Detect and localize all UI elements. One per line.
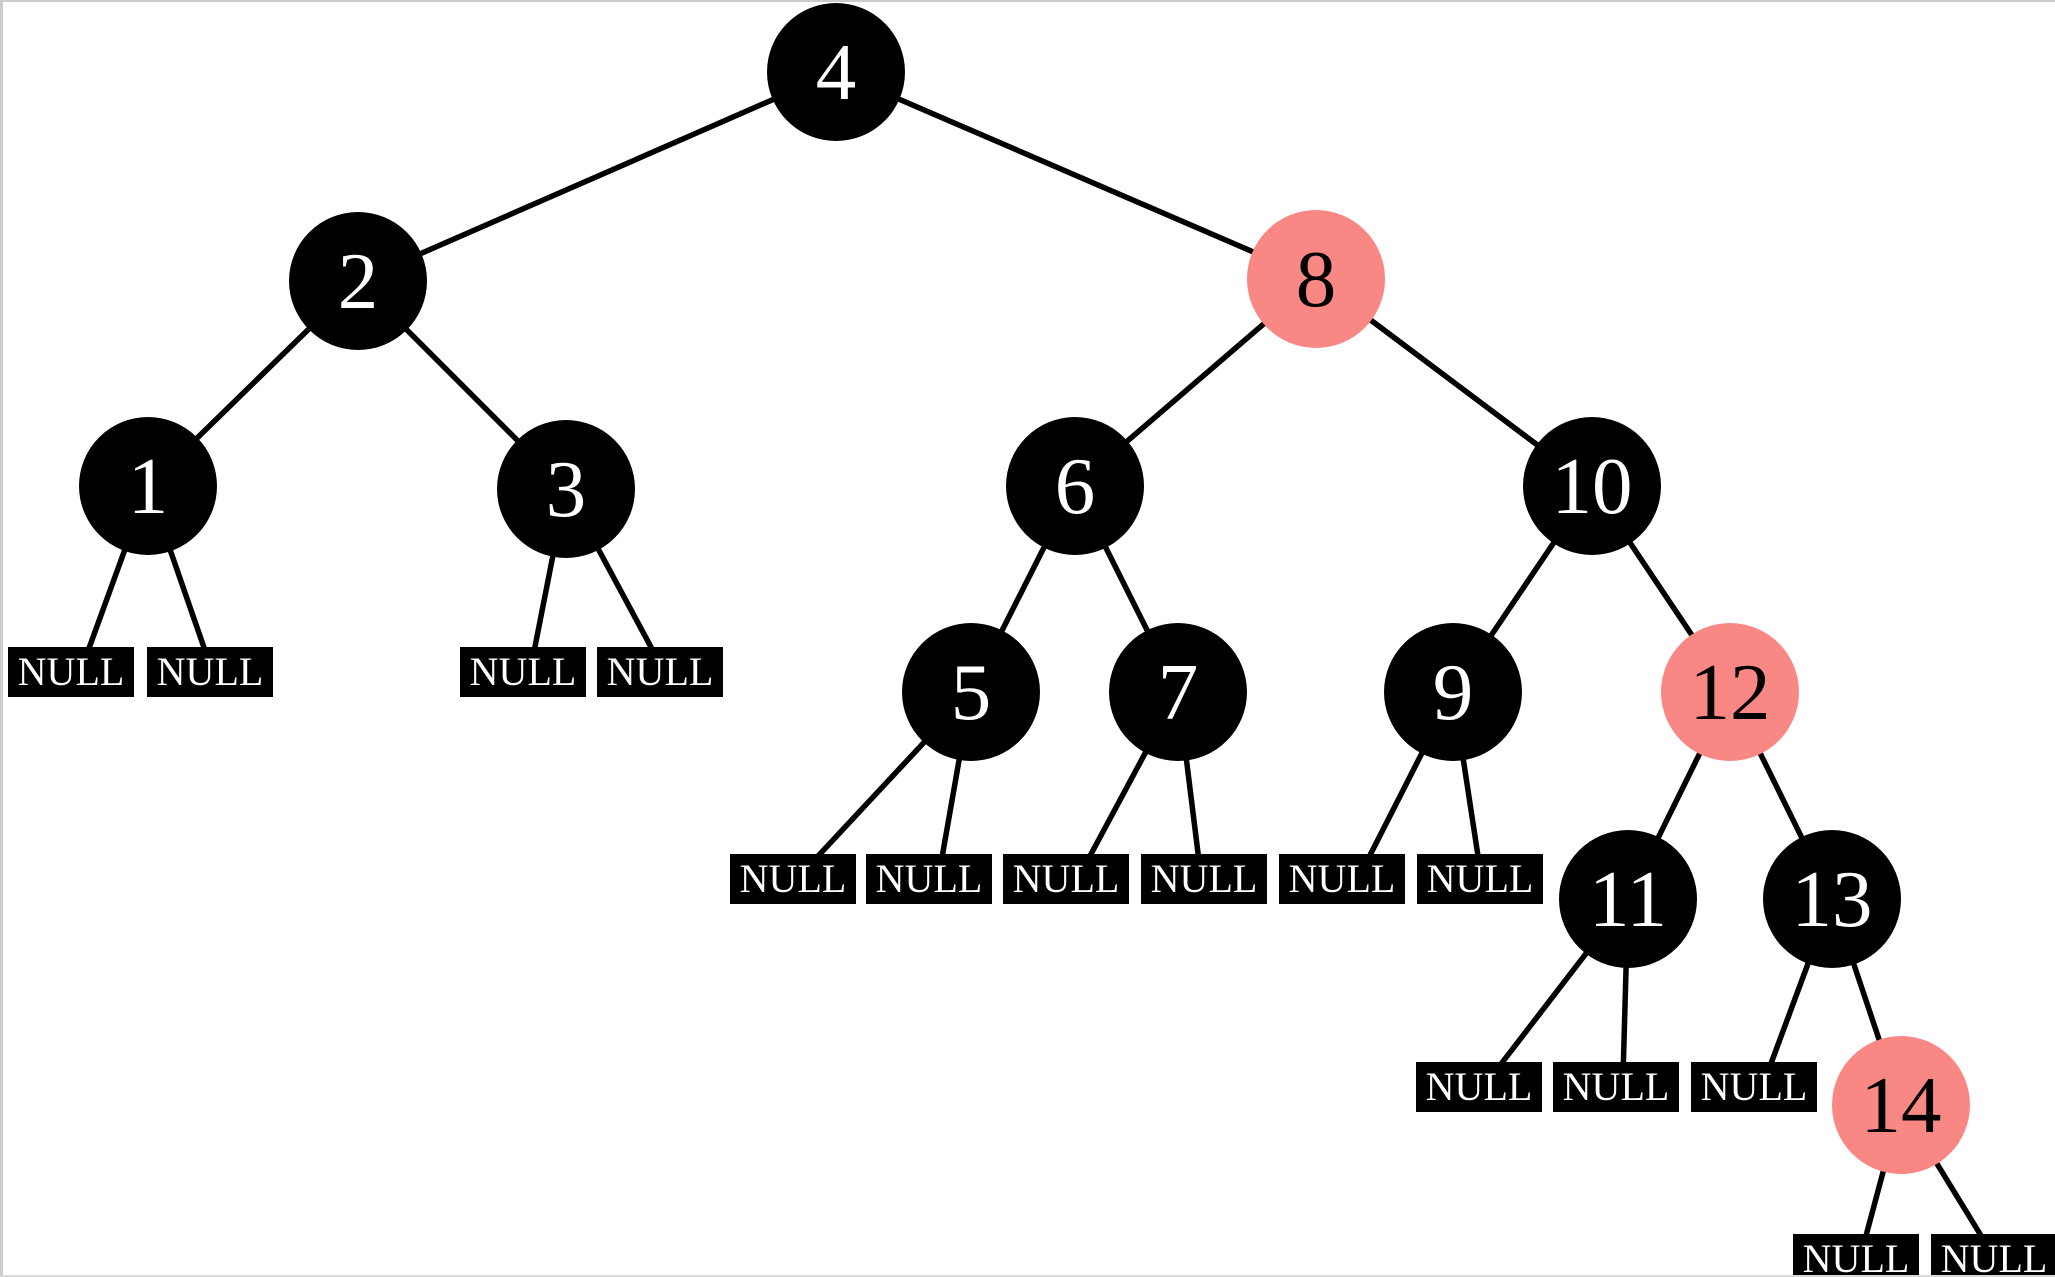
tree-node-3: 3 (497, 420, 635, 558)
null-leaf-label: NULL (875, 856, 983, 901)
node-label: 8 (1295, 233, 1337, 324)
null-leaf-4: NULL (730, 854, 856, 904)
node-label: 6 (1054, 440, 1096, 531)
tree-node-2: 2 (289, 212, 427, 350)
null-leaf-label: NULL (17, 649, 125, 694)
node-label: 9 (1432, 646, 1474, 737)
node-label: 5 (950, 646, 992, 737)
node-label: 10 (1551, 440, 1633, 531)
node-label: 4 (815, 26, 857, 117)
node-label: 1 (127, 440, 169, 531)
null-leaf-label: NULL (1940, 1236, 2048, 1277)
null-leaf-3: NULL (597, 647, 723, 697)
null-leaf-label: NULL (1425, 1064, 1533, 1109)
tree-edge-4-8 (834, 69, 1318, 282)
null-leaf-label: NULL (156, 649, 264, 694)
null-leaf-label: NULL (1150, 856, 1258, 901)
null-leaf-6: NULL (1003, 854, 1129, 904)
null-leaf-label: NULL (1426, 856, 1534, 901)
null-leaf-label: NULL (606, 649, 714, 694)
null-leaf-11: NULL (1553, 1062, 1679, 1112)
null-leaf-14: NULL (1931, 1234, 2055, 1277)
null-leaf-label: NULL (1288, 856, 1396, 901)
tree-node-7: 7 (1109, 623, 1247, 761)
tree-node-11: 11 (1559, 830, 1697, 968)
tree-node-4: 4 (767, 3, 905, 141)
tree-node-6: 6 (1006, 417, 1144, 555)
tree-node-1: 1 (79, 417, 217, 555)
node-label: 2 (337, 235, 379, 326)
node-label: 3 (545, 443, 587, 534)
null-leaf-label: NULL (1012, 856, 1120, 901)
null-leaf-10: NULL (1416, 1062, 1542, 1112)
null-leaf-1: NULL (147, 647, 273, 697)
null-leaf-13: NULL (1793, 1234, 1919, 1277)
null-leaf-label: NULL (469, 649, 577, 694)
null-leaf-9: NULL (1417, 854, 1543, 904)
null-leaf-12: NULL (1691, 1062, 1817, 1112)
tree-node-10: 10 (1523, 417, 1661, 555)
null-leaf-label: NULL (1562, 1064, 1670, 1109)
tree-node-13: 13 (1763, 830, 1901, 968)
tree-edge-4-2 (356, 69, 838, 284)
node-label: 11 (1589, 853, 1667, 944)
tree-node-14: 14 (1832, 1036, 1970, 1174)
tree-node-9: 9 (1384, 623, 1522, 761)
tree-node-5: 5 (902, 623, 1040, 761)
node-label: 7 (1157, 646, 1199, 737)
tree-node-12: 12 (1661, 623, 1799, 761)
null-leaf-5: NULL (866, 854, 992, 904)
node-label: 14 (1860, 1059, 1942, 1150)
null-leaf-label: NULL (739, 856, 847, 901)
null-leaf-8: NULL (1279, 854, 1405, 904)
null-leaf-0: NULL (8, 647, 134, 697)
null-leaf-label: NULL (1700, 1064, 1808, 1109)
null-leaf-7: NULL (1141, 854, 1267, 904)
node-label: 13 (1791, 853, 1873, 944)
node-label: 12 (1689, 646, 1771, 737)
null-leaf-label: NULL (1802, 1236, 1910, 1277)
tree-node-8: 8 (1247, 210, 1385, 348)
null-leaf-2: NULL (460, 647, 586, 697)
